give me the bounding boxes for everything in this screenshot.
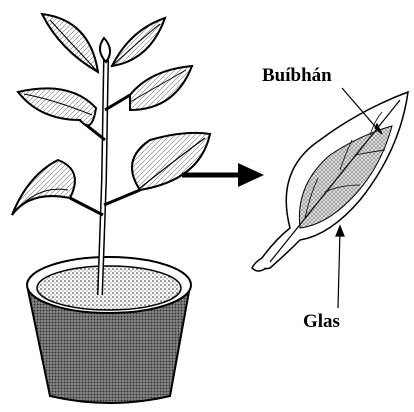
- plant-leaves: [12, 14, 210, 215]
- label-green: Glas: [303, 312, 340, 331]
- label-yellow: Buíbhán: [262, 66, 332, 85]
- leaf-closeup: [252, 92, 408, 271]
- plant-pot: [27, 257, 191, 403]
- arrow-pointer: [182, 163, 264, 187]
